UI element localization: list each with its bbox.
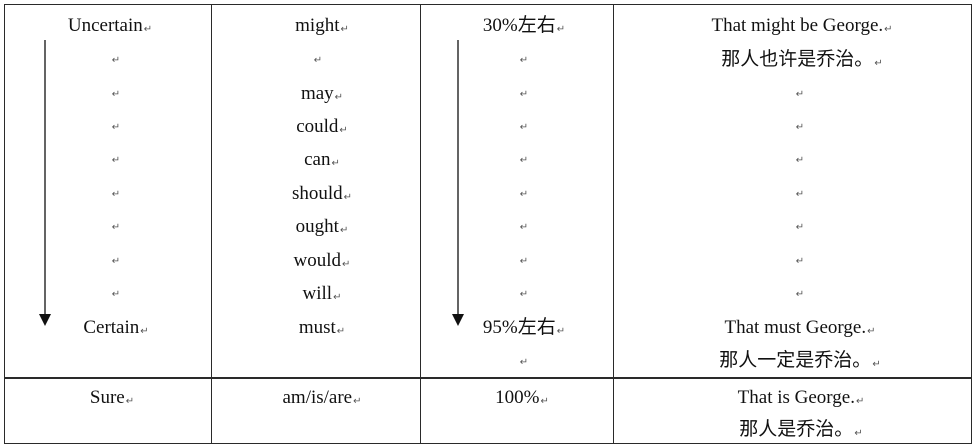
modal-verb-ought: ought↵: [295, 216, 349, 237]
modal-verb-will: will↵: [302, 283, 342, 304]
example-bottom-en: That must George.↵: [724, 317, 876, 338]
paragraph-mark: ↵: [111, 189, 121, 200]
paragraph-mark: ↵: [111, 222, 121, 233]
paragraph-mark: ↵: [519, 155, 529, 166]
paragraph-mark: ↵: [519, 256, 529, 267]
certainty-sure: Sure↵: [89, 387, 135, 408]
table-bottom-border: [4, 443, 972, 444]
column-divider-3: [613, 4, 614, 444]
example-bottom-zh: 那人一定是乔治。↵: [719, 350, 881, 371]
paragraph-mark: ↵: [519, 289, 529, 300]
modal-verb-could: could↵: [296, 116, 348, 137]
paragraph-mark: ↵: [519, 89, 529, 100]
paragraph-mark: ↵: [795, 155, 805, 166]
modal-verb-must: must↵: [298, 317, 346, 338]
paragraph-mark: ↵: [111, 55, 121, 66]
paragraph-mark: ↵: [795, 89, 805, 100]
down-arrow-icon: [452, 40, 464, 326]
table-left-border: [4, 4, 5, 444]
paragraph-mark: ↵: [519, 55, 529, 66]
paragraph-mark: ↵: [519, 357, 529, 368]
certainty-certain: Certain↵: [83, 317, 149, 338]
column-divider-2: [420, 4, 421, 444]
paragraph-mark: ↵: [111, 89, 121, 100]
down-arrow-icon: [39, 40, 51, 326]
paragraph-mark: ↵: [313, 55, 323, 66]
paragraph-mark: ↵: [111, 122, 121, 133]
paragraph-mark: ↵: [795, 222, 805, 233]
modal-verb-may: may↵: [300, 83, 344, 104]
example-sure-en: That is George.↵: [737, 387, 865, 408]
probability-bottom: 95%左右↵: [482, 317, 566, 338]
paragraph-mark: ↵: [111, 256, 121, 267]
example-top-zh: 那人也许是乔治。↵: [721, 49, 883, 70]
modal-verb-should: should↵: [291, 183, 353, 204]
paragraph-mark: ↵: [795, 256, 805, 267]
modal-verb-can: can↵: [304, 149, 340, 170]
certainty-uncertain: Uncertain↵: [67, 15, 153, 36]
paragraph-mark: ↵: [519, 189, 529, 200]
paragraph-mark: ↵: [795, 122, 805, 133]
modal-verb-would: would↵: [293, 250, 351, 271]
row-divider: [4, 377, 972, 379]
paragraph-mark: ↵: [111, 289, 121, 300]
paragraph-mark: ↵: [795, 289, 805, 300]
paragraph-mark: ↵: [795, 189, 805, 200]
modal-verb-might: might↵: [295, 15, 349, 36]
probability-top: 30%左右↵: [482, 15, 566, 36]
paragraph-mark: ↵: [519, 222, 529, 233]
example-sure-zh: 那人是乔治。↵: [739, 419, 863, 440]
table-right-border: [971, 4, 972, 444]
paragraph-mark: ↵: [519, 122, 529, 133]
column-divider-1: [211, 4, 212, 444]
verb-am-is-are: am/is/are↵: [282, 387, 362, 408]
table-top-border: [4, 4, 972, 5]
example-top-en: That might be George.↵: [711, 15, 893, 36]
paragraph-mark: ↵: [111, 155, 121, 166]
probability-sure: 100%↵: [495, 387, 549, 408]
modal-verbs-table: Uncertain↵ Certain↵ 30%左右↵ 95%左右↵ That m…: [4, 4, 972, 444]
